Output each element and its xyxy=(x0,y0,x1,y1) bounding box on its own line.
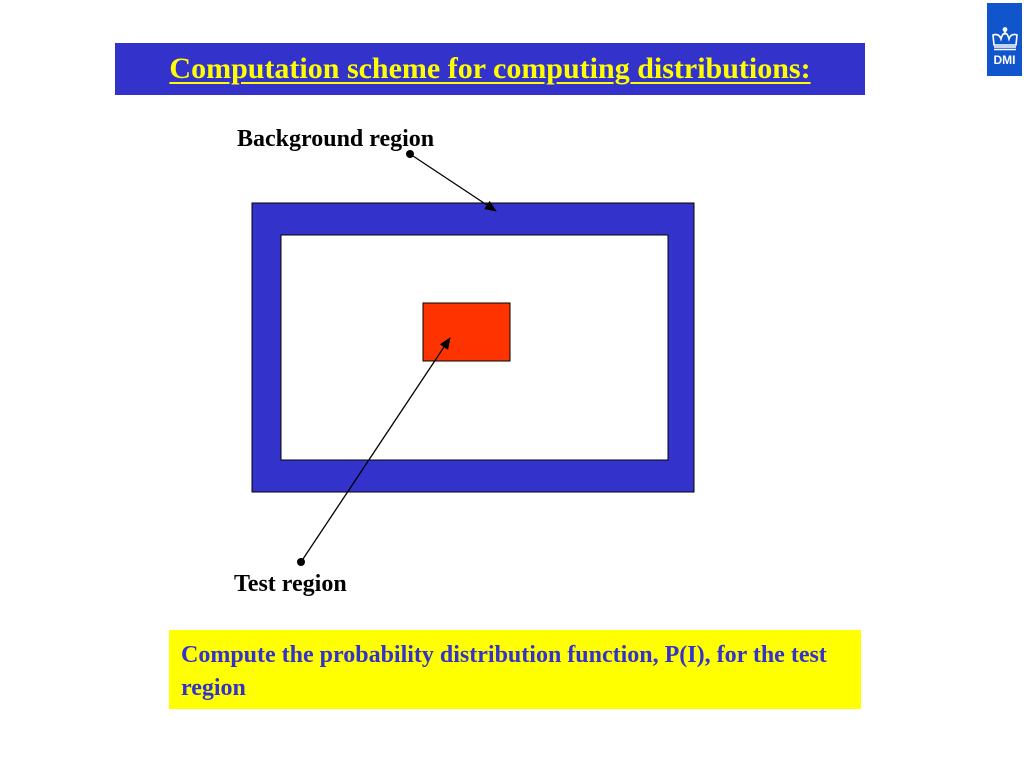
background-region-label: Background region xyxy=(237,126,435,152)
note-text: Compute the probability distribution fun… xyxy=(181,642,827,701)
test-region-label: Test region xyxy=(234,571,347,597)
note-box: Compute the probability distribution fun… xyxy=(169,630,861,709)
dmi-logo: DMI xyxy=(987,3,1022,76)
test-region xyxy=(422,302,511,362)
slide-title: Computation scheme for computing distrib… xyxy=(169,52,811,85)
title-banner: Computation scheme for computing distrib… xyxy=(115,43,865,95)
crown-icon xyxy=(991,27,1018,51)
test-pointer-arrow xyxy=(300,337,451,563)
logo-text: DMI xyxy=(993,53,1016,67)
background-pointer-arrow xyxy=(409,153,497,212)
